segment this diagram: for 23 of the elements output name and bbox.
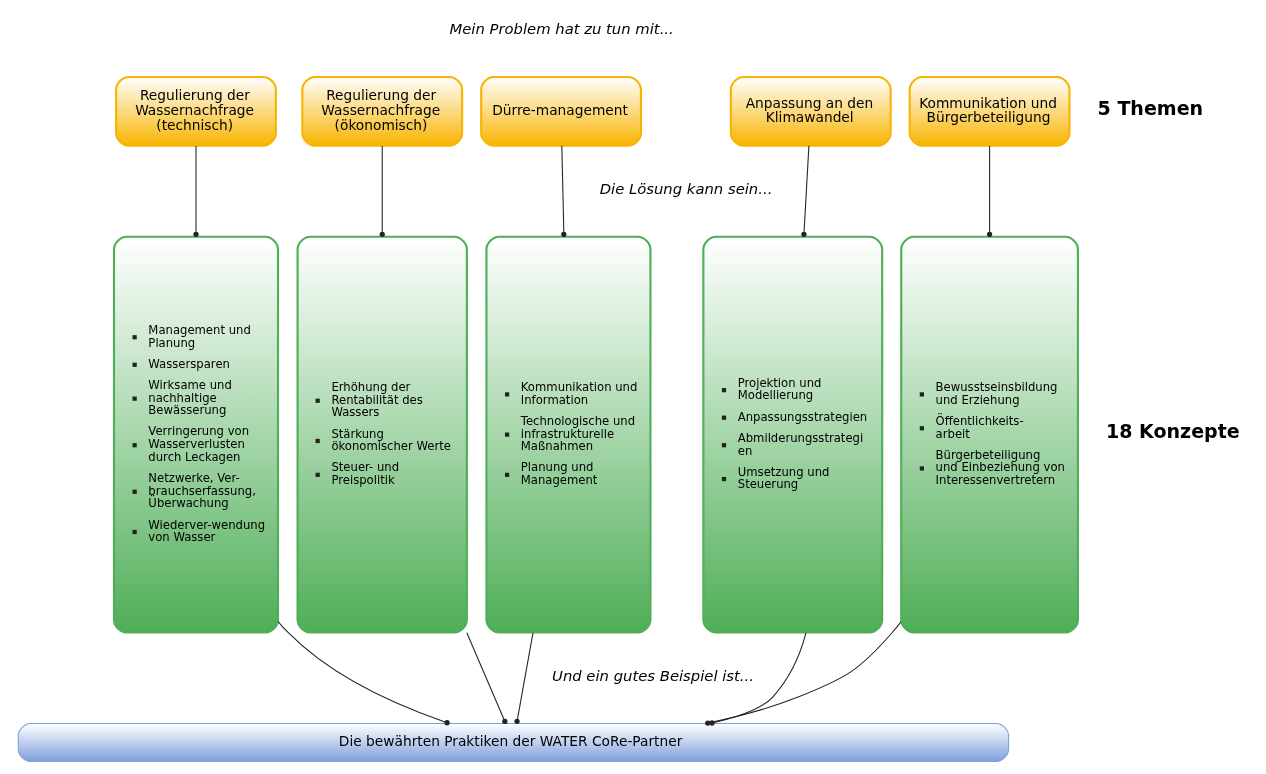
label: Und ein gutes Beispiel ist... (552, 666, 754, 684)
connector (561, 145, 567, 237)
connector (986, 145, 993, 237)
label: Die Lösung kann sein... (599, 180, 773, 198)
connector (801, 145, 810, 237)
node-box: Anpassung an den Klimawandel (729, 75, 892, 147)
connector (514, 632, 534, 724)
node-box: Regulierung der Wassernachfrage (ökonomisch) (301, 75, 464, 147)
node-box: Erhöhung der Rentabilität des Wassers Stärkung ökonomischer Werte Steuer- und Preispolitik (296, 235, 468, 634)
node-box: Management und Planung Wassersparen Wirksame und nachhaltige Bewässerung Verringerung von Wasserverlusten durch Leckagen Netzwerke, Ver-brauchserfassung, Überwachung Wiederver-wendung von Wasser (112, 235, 280, 634)
node-box: Dürre-management (480, 75, 642, 147)
node-box: Projektion und Modellierung Anpassungsstrategien Abmilderungsstrategien Umsetzung und Steuerung (702, 235, 884, 634)
node-box: Kommunikation und Information Technologische und infrastrukturelle Maßnahmen Planung und Management (485, 235, 652, 634)
label: 5 Themen (1097, 96, 1204, 119)
node-box: Bewusstseinsbildung und Erziehung Öffentlichkeits-arbeit Bürgerbeteiligung und Einbeziehung von Interessenvertretern (900, 235, 1079, 634)
label: Mein Problem hat zu tun mit... (449, 20, 674, 38)
label: 18 Konzepte (1105, 420, 1240, 443)
node-box: Regulierung der Wassernachfrage (technisch) (115, 75, 277, 147)
connector (193, 145, 199, 237)
connector (379, 145, 385, 237)
connector (277, 621, 450, 726)
node-box: Kommunikation und Bürgerbeteiligung (908, 75, 1071, 147)
connector (466, 632, 508, 725)
